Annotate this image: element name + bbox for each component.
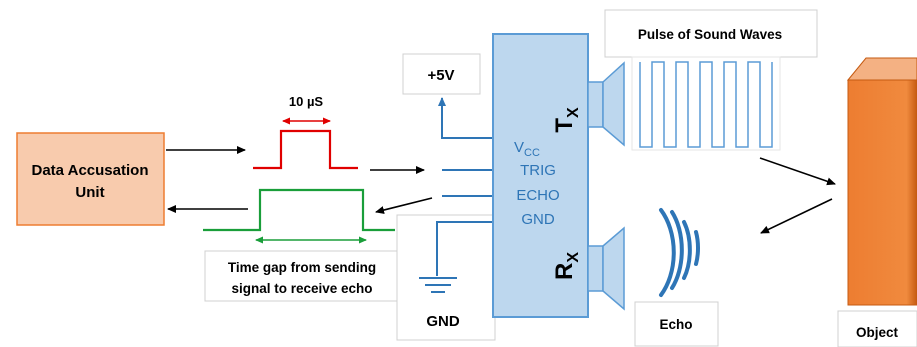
echo-from-object-arrow xyxy=(760,198,833,234)
pulse-width-label: 10 µS xyxy=(289,94,324,109)
wave-to-object-arrow xyxy=(759,157,836,186)
transmitter-horn xyxy=(587,61,625,147)
time-gap-line1: Time gap from sending xyxy=(228,260,376,275)
time-gap-box: Time gap from sending signal to receive … xyxy=(204,250,401,302)
supply-box: +5V xyxy=(402,53,481,95)
object-block xyxy=(846,57,917,306)
transmitter-label: TX xyxy=(551,107,582,133)
pulse-label: Pulse of Sound Waves xyxy=(638,27,782,42)
pulse-label-box: Pulse of Sound Waves xyxy=(604,9,818,58)
sound-wave-pulse xyxy=(639,61,773,148)
object-label-box: Object xyxy=(837,310,917,347)
time-gap-line2: signal to receive echo xyxy=(231,281,372,296)
sensor-body xyxy=(492,33,589,318)
data-unit-label-line1: Data Accusation xyxy=(32,162,149,179)
echo-label-box: Echo xyxy=(634,301,719,347)
square-wave-frame xyxy=(631,56,781,151)
ground-symbol xyxy=(419,277,457,293)
echo-arrow-from-sensor xyxy=(375,197,433,214)
object-label: Object xyxy=(856,325,899,340)
receiver-horn xyxy=(587,226,625,311)
pin-trig: TRIG xyxy=(520,162,556,179)
echo-wave-icon xyxy=(659,208,701,297)
data-unit-box: Data Accusation Unit xyxy=(16,132,165,226)
receiver-label: RX xyxy=(551,252,582,280)
gnd-wire xyxy=(436,221,493,276)
data-unit-label-line2: Unit xyxy=(75,184,104,201)
supply-label: +5V xyxy=(427,67,454,84)
trigger-pulse xyxy=(253,129,358,170)
pin-vcc: VCC xyxy=(514,139,540,159)
pin-echo: ECHO xyxy=(516,187,559,204)
echo-pulse xyxy=(203,188,395,232)
vcc-wire xyxy=(438,97,493,139)
echo-label: Echo xyxy=(659,317,692,332)
ground-label: GND xyxy=(426,313,460,330)
pin-gnd: GND xyxy=(521,211,555,228)
